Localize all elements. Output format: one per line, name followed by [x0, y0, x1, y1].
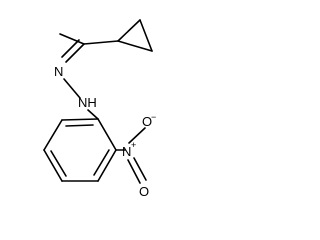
bond-ring-1 [61, 118, 99, 121]
charge-plus: + [131, 140, 136, 150]
molecule-structure: N NH N + O − O [43, 19, 156, 199]
bond-cyclopropyl-3 [117, 40, 153, 52]
atom-o-bottom: O [139, 184, 149, 199]
bond-n-o-bottom-1 [133, 157, 147, 181]
bond-ring-5-inner [93, 149, 110, 176]
charge-minus: − [151, 112, 156, 122]
atom-n-imine: N [54, 64, 63, 79]
atom-o-top: O [142, 114, 152, 129]
bond-ring-2 [43, 119, 63, 151]
bond-cyclopropyl-2 [139, 19, 153, 52]
bond-n-o-bottom-2 [127, 159, 141, 184]
bond-cyclopropyl-1 [117, 19, 141, 42]
bond-n-o-top [128, 127, 146, 144]
atom-n-nitro: N [122, 144, 131, 159]
bond-ring-1-inner [65, 124, 94, 127]
bond-c-n-double-1 [65, 43, 85, 63]
bond-c-n-double-2 [61, 39, 80, 58]
bond-ring-5 [97, 149, 117, 182]
bond-ring-6 [97, 118, 117, 151]
bond-n-nh [63, 78, 81, 99]
bond-nh-ring [87, 109, 99, 120]
bond-ring-3-inner [50, 150, 67, 177]
bond-ring-3 [43, 149, 63, 182]
atom-nh: NH [78, 95, 97, 110]
bond-methyl [59, 33, 85, 45]
bond-c-cyclopropyl [83, 40, 119, 45]
